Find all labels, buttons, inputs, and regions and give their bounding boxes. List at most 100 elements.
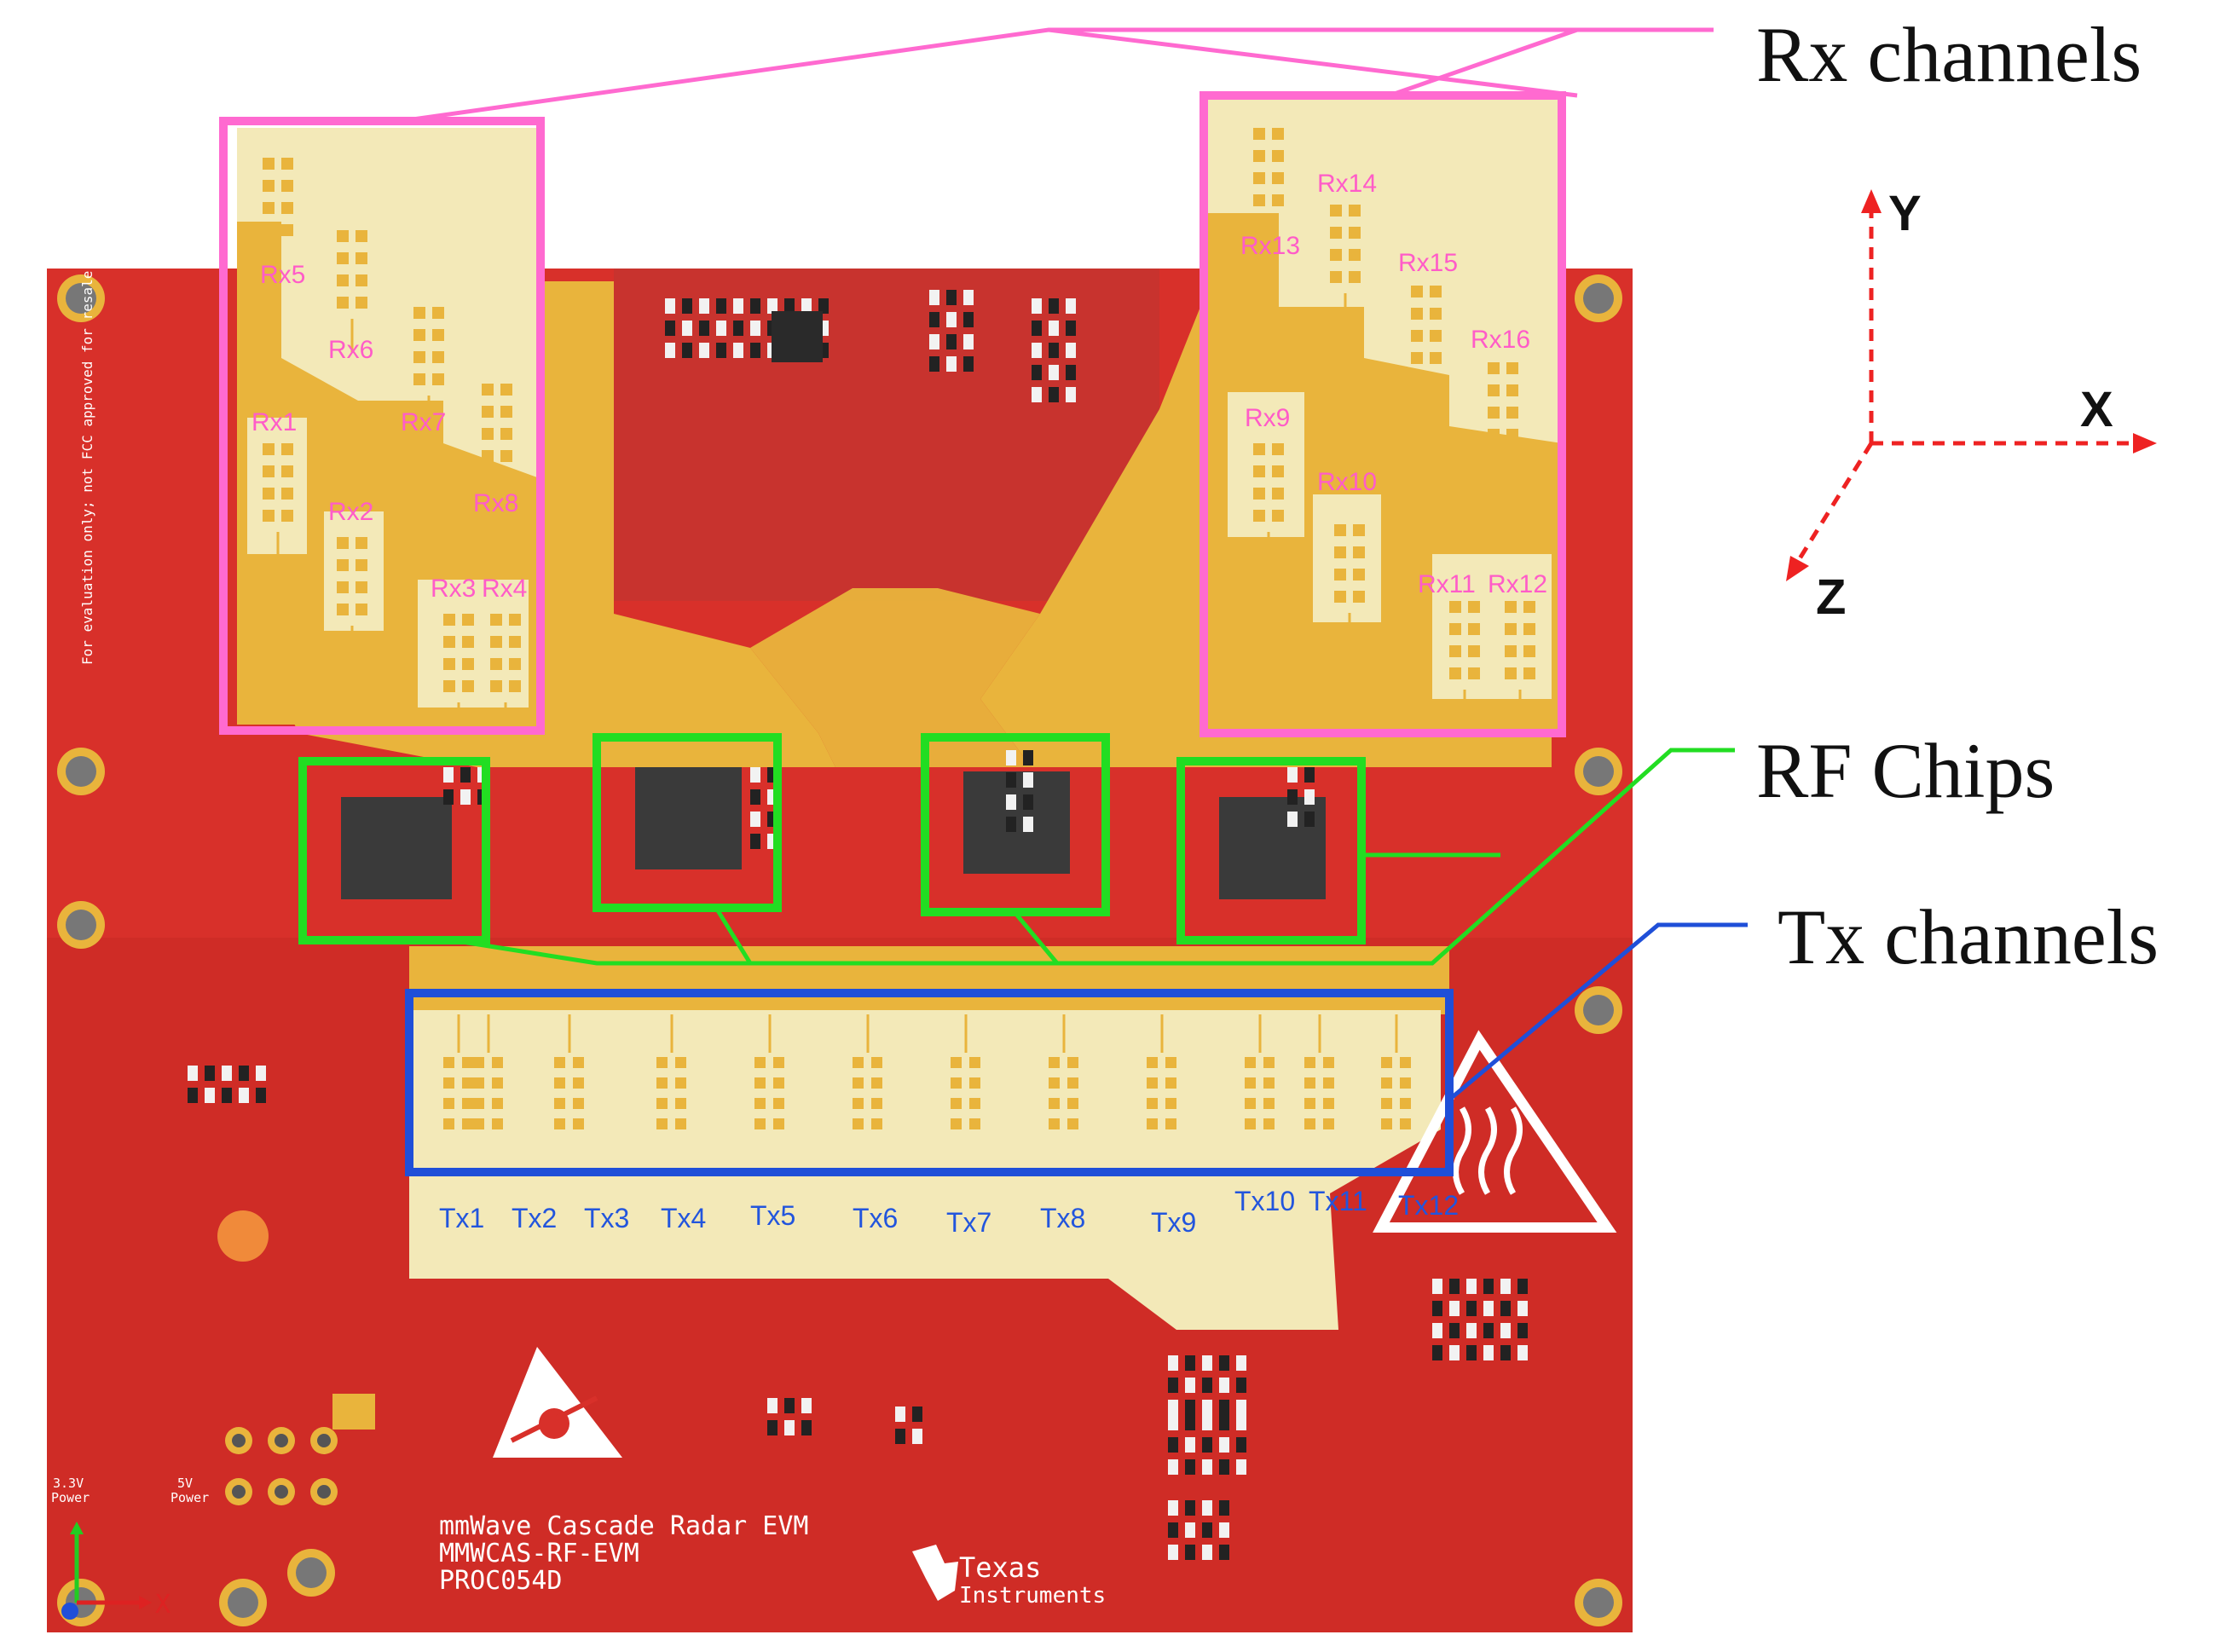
- tx-label-tx12: Tx12: [1398, 1190, 1459, 1221]
- rx-left-pad-3: [413, 307, 444, 430]
- tx-label-tx4: Tx4: [661, 1203, 706, 1233]
- rx-right-pad-8: [1505, 601, 1535, 724]
- rx-label-rx9: Rx9: [1245, 404, 1290, 432]
- rf-chip-3: [963, 771, 1070, 874]
- header-pin-3: [310, 1427, 338, 1454]
- esd-warning-icon: [493, 1347, 622, 1458]
- tx-antenna-pads: [443, 1014, 1411, 1129]
- hot-surface-warning-icon: [1373, 1030, 1617, 1233]
- mounting-hole-2: [1575, 274, 1622, 322]
- mounting-hole-8: [1575, 1579, 1622, 1626]
- tx-pad-4: [656, 1014, 686, 1129]
- rx-left-pad-6: [337, 537, 367, 660]
- tx-callout-line: [1448, 922, 1748, 1101]
- mounting-hole-3: [57, 748, 105, 795]
- tx-lower-cream: [409, 1129, 1441, 1330]
- rx-left-pad-1: [263, 158, 293, 280]
- tx-pad-10: [1245, 1014, 1275, 1129]
- rx-left-antenna-pads: [263, 158, 521, 736]
- power-label-33v: 3.3V: [53, 1476, 84, 1491]
- smd-cluster-15: [895, 1407, 922, 1444]
- rf-callout-line: [451, 748, 1735, 966]
- tx-pad-7: [951, 1014, 980, 1129]
- rx-right-pad-zone-2: [1313, 494, 1381, 622]
- board-title-line1: mmWave Cascade Radar EVM: [439, 1511, 808, 1541]
- rx-label-rx10: Rx10: [1317, 468, 1377, 496]
- rx-label-rx13: Rx13: [1240, 232, 1300, 260]
- mounting-hole-5: [57, 901, 105, 949]
- power-label-33v-power: Power: [51, 1490, 90, 1505]
- tx-label-tx2: Tx2: [512, 1203, 557, 1233]
- header-pin-4: [225, 1478, 252, 1505]
- rx-right-pad-zone-1: [1228, 392, 1304, 537]
- power-label-5v: 5V: [177, 1476, 193, 1491]
- board-axis-icon: [61, 1522, 152, 1620]
- smd-cluster-7: [1006, 750, 1033, 832]
- rx-label-rx8: Rx8: [473, 489, 518, 517]
- board-title-line3: PROC054D: [439, 1566, 563, 1596]
- rx-label-rx5: Rx5: [260, 261, 305, 289]
- rx-right-antenna-pads: [1253, 128, 1535, 724]
- smd-cluster-3: [929, 290, 974, 372]
- rf-callout-line-c: [714, 906, 753, 965]
- tx-pad-9: [1147, 1014, 1176, 1129]
- copper-tx-feed: [409, 946, 1449, 1014]
- tx-label-tx6: Tx6: [853, 1203, 898, 1233]
- c194-component: [332, 1394, 375, 1430]
- rf-chip-2: [635, 767, 742, 869]
- tx-pad-3: [554, 1014, 584, 1129]
- smd-cluster-8: [1287, 767, 1315, 827]
- smd-cluster-13: [1168, 1500, 1229, 1560]
- rx-right-pad-5: [1253, 443, 1284, 566]
- rx-right-pad-2: [1330, 205, 1361, 327]
- texas-instruments-logo-icon: [912, 1545, 958, 1601]
- tx-label-tx9: Tx9: [1151, 1207, 1196, 1238]
- evaluation-side-note: For evaluation only; not FCC approved fo…: [79, 263, 95, 665]
- rx-left-pad-zone-1: [247, 418, 307, 554]
- rx-label-rx4: Rx4: [482, 575, 527, 603]
- rf-chip-2-box: [593, 733, 782, 912]
- rf-chip-1: [341, 797, 452, 899]
- rx-right-highlight-box: [1199, 91, 1566, 737]
- tx-label-tx3: Tx3: [584, 1203, 629, 1233]
- tx-pad-8: [1049, 1014, 1078, 1129]
- rx-callout-line-b: [1389, 27, 1578, 98]
- top-ic: [772, 311, 823, 362]
- smd-cluster-12: [1168, 1415, 1246, 1475]
- rx-label-rx15: Rx15: [1398, 249, 1458, 277]
- rx-right-pad-1: [1253, 128, 1284, 251]
- rx-left-highlight-box: [219, 117, 545, 735]
- vendor-line2: Instruments: [959, 1583, 1106, 1609]
- rx-label-rx11: Rx11: [1418, 570, 1476, 598]
- power-label-5v-power: Power: [171, 1490, 209, 1505]
- tx-channels-label: Tx channels: [1778, 893, 2159, 980]
- mounting-hole-4: [1575, 748, 1622, 795]
- tx-highlight-box: [405, 989, 1454, 1176]
- rf-chip-1-box: [298, 757, 490, 944]
- coordinate-axes-icon: [1786, 189, 2157, 581]
- rx-label-rx3: Rx3: [431, 575, 476, 603]
- tx-pad-11: [1304, 1014, 1334, 1129]
- tx-pad-2: [473, 1014, 503, 1129]
- rx-right-pad-4: [1488, 362, 1518, 485]
- rx-left-pad-7: [443, 614, 474, 736]
- smd-cluster-9: [188, 1066, 266, 1103]
- tx-pad-1: [443, 1014, 473, 1129]
- smd-cluster-11: [1168, 1355, 1246, 1415]
- mounting-hole-9: [219, 1579, 267, 1626]
- tx-label-tx10: Tx10: [1234, 1186, 1295, 1216]
- axis-z-label: Z: [1816, 569, 1846, 625]
- header-pin-5: [268, 1478, 295, 1505]
- rf-callout-line-d: [1013, 910, 1059, 965]
- smd-cluster-14: [767, 1398, 812, 1435]
- rx-channels-label: Rx channels: [1756, 11, 2142, 98]
- rx-left-pad-4: [482, 384, 512, 506]
- rx-label-rx2: Rx2: [328, 498, 373, 526]
- header-pin-1: [225, 1427, 252, 1454]
- smd-cluster-4: [1032, 298, 1076, 402]
- tx-pad-12: [1381, 1014, 1411, 1129]
